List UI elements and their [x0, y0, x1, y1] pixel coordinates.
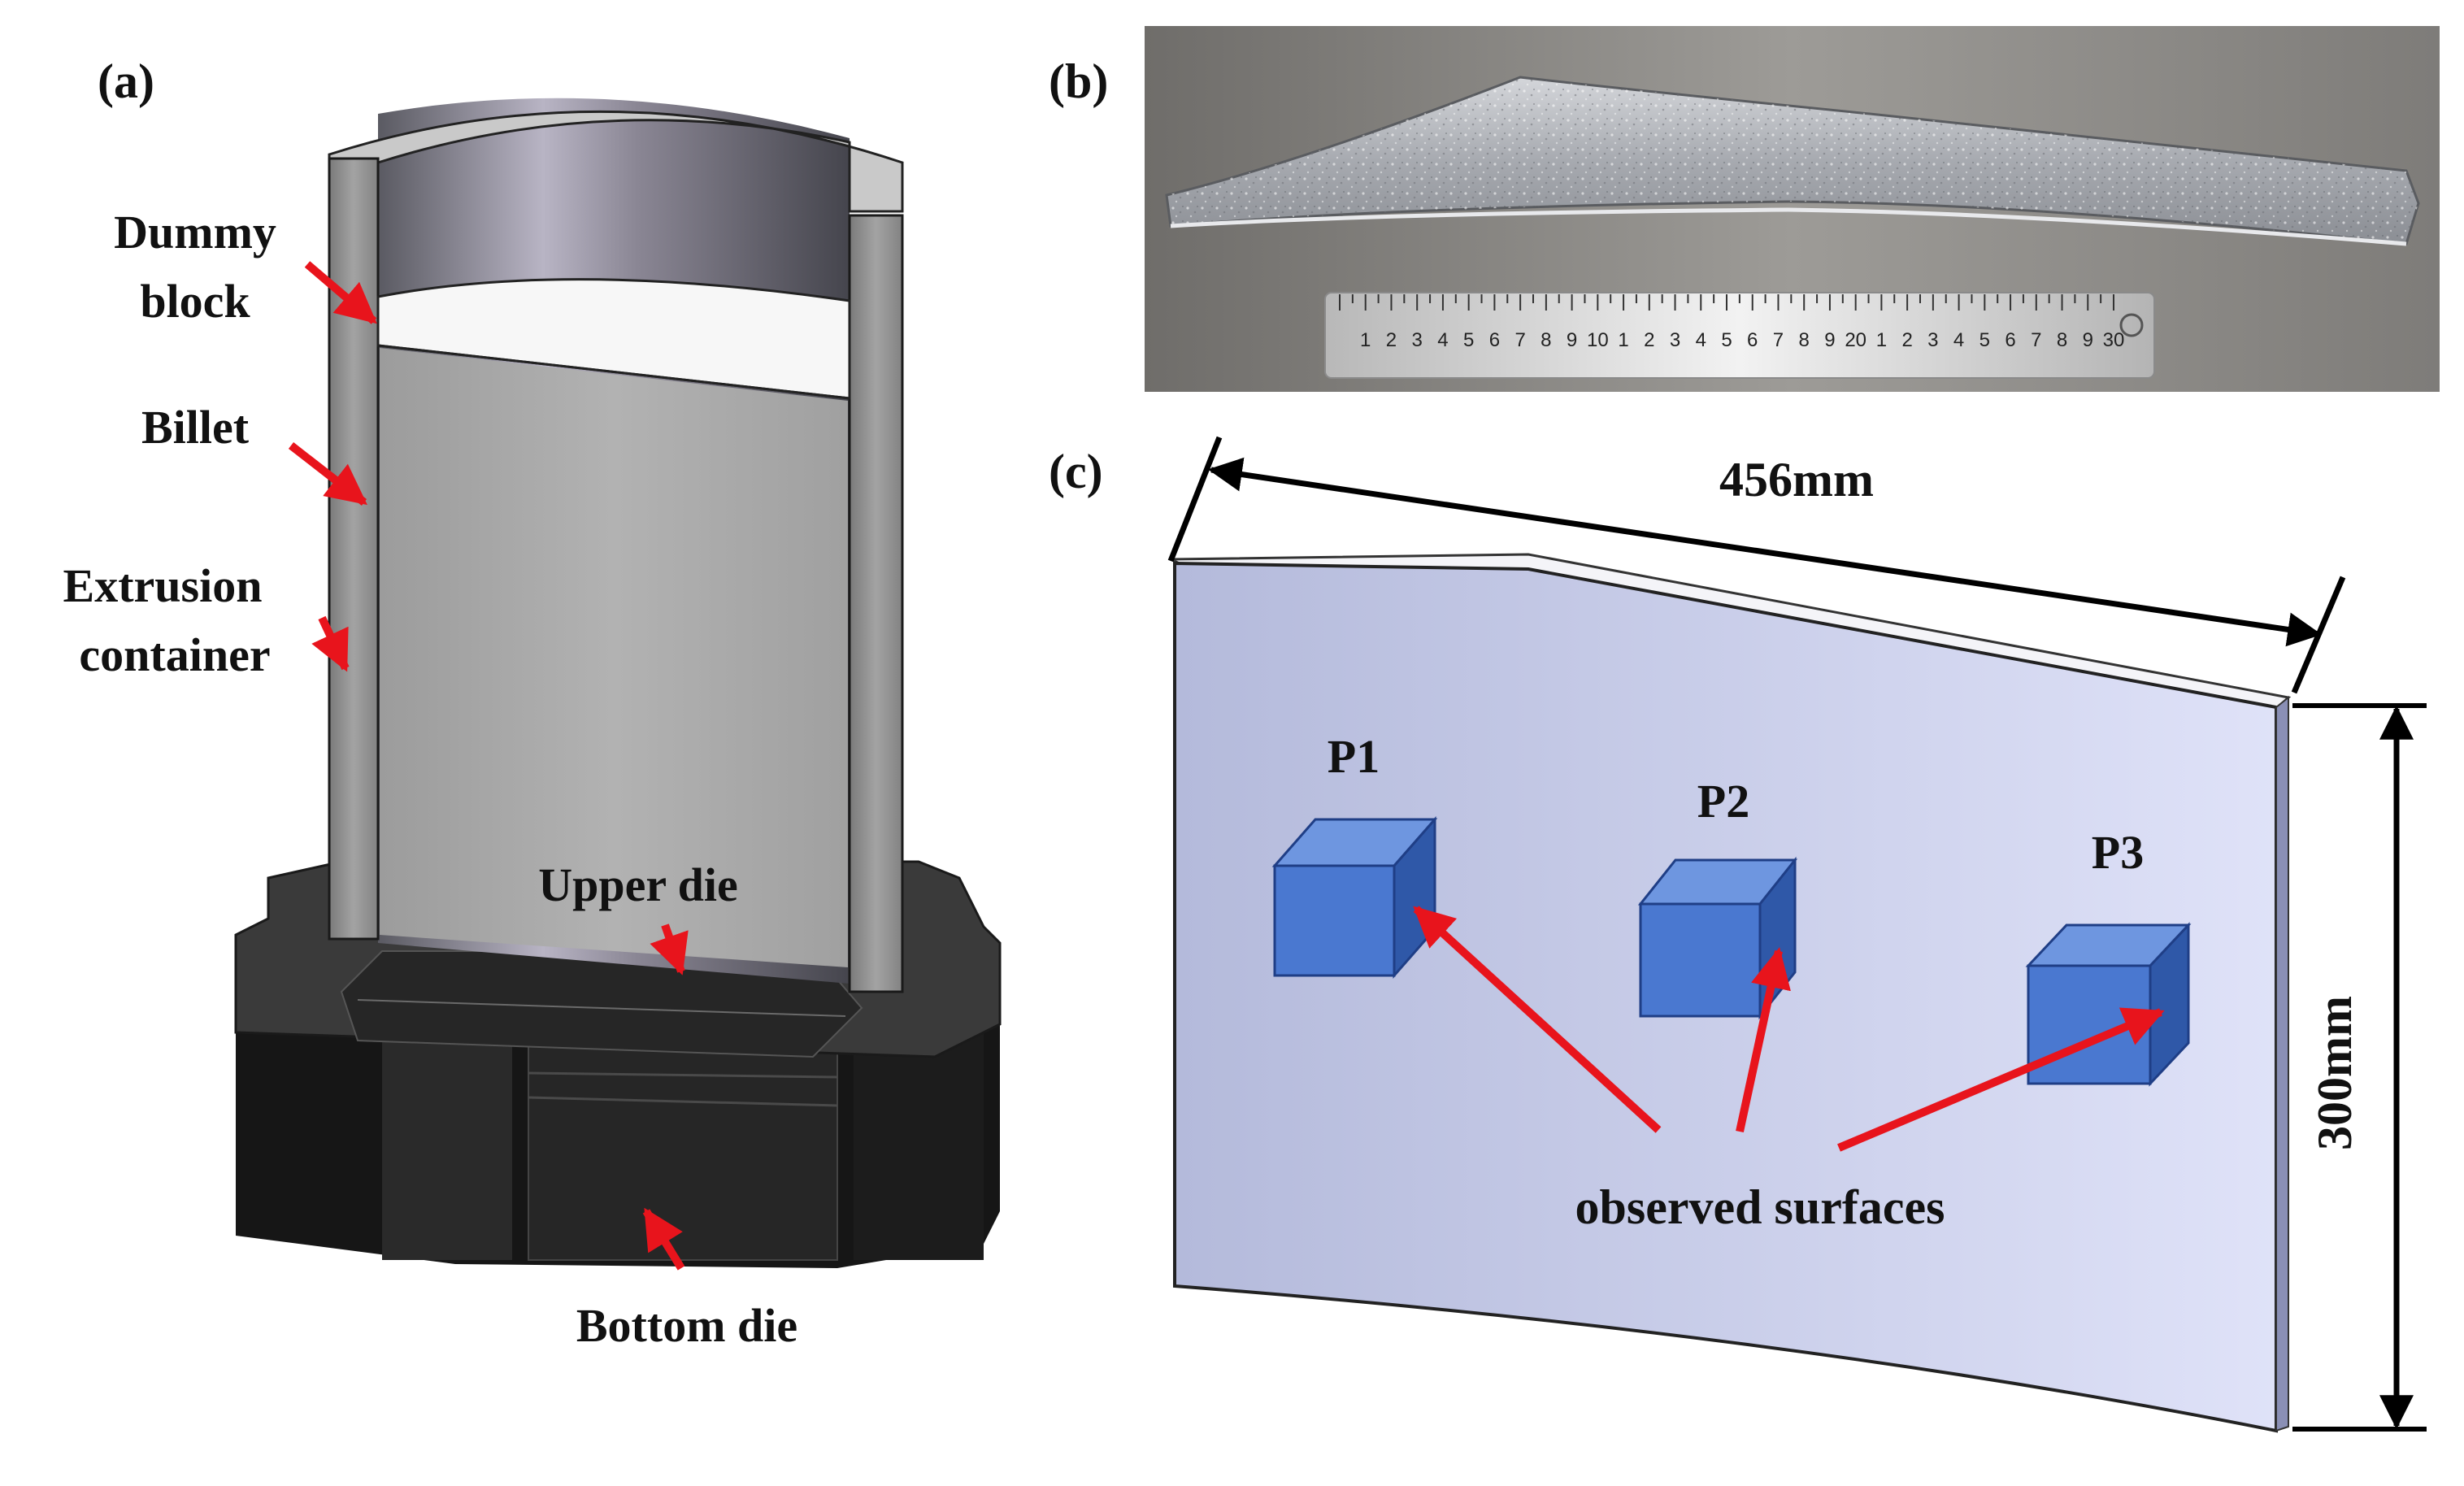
- ruler-number: 2: [1386, 329, 1397, 351]
- panel-a-tag: (a): [98, 54, 154, 108]
- label-extrusion: Extrusion: [63, 559, 263, 612]
- ruler-number: 20: [1845, 329, 1866, 351]
- ruler-number: 10: [1587, 329, 1609, 351]
- billet: [380, 348, 848, 967]
- ruler-number: 2: [1901, 329, 1912, 351]
- label-observed-surfaces: observed surfaces: [1575, 1180, 1945, 1234]
- arrow-observed-p3: [1837, 1007, 2165, 1152]
- arrow-bottom-die: [642, 1207, 685, 1271]
- panel-c: (c) P1 P2 P3 observe: [1049, 436, 2427, 1433]
- ruler-number: 8: [1541, 329, 1551, 351]
- cube-p1: [1271, 816, 1438, 979]
- label-p3: P3: [2092, 826, 2144, 879]
- ruler-number: 3: [1670, 329, 1680, 351]
- label-p2: P2: [1697, 775, 1749, 828]
- label-p1: P1: [1328, 730, 1380, 783]
- ruler-number: 1: [1360, 329, 1371, 351]
- label-bottom-die: Bottom die: [576, 1299, 797, 1352]
- ruler-number: 1: [1618, 329, 1628, 351]
- arrow-dummy-block: [304, 261, 377, 324]
- arrow-observed-p2: [1736, 947, 1791, 1133]
- arrow-billet: [288, 442, 367, 506]
- ruler-number: 7: [1773, 329, 1784, 351]
- ruler-number: 5: [1979, 329, 1990, 351]
- arrow-container: [311, 615, 350, 672]
- label-height: 300mm: [2308, 996, 2362, 1150]
- ruler-number: 5: [1463, 329, 1474, 351]
- ruler-number: 4: [1953, 329, 1964, 351]
- extruded-profile-photo: [1165, 76, 2420, 246]
- ruler-number: 1: [1876, 329, 1887, 351]
- label-block: block: [140, 275, 250, 328]
- label-width: 456mm: [1719, 453, 1874, 506]
- dummy-block: [376, 278, 851, 400]
- panel-c-tag: (c): [1049, 445, 1103, 498]
- bottom-die: [236, 1008, 1000, 1268]
- ruler-number: 5: [1721, 329, 1732, 351]
- ruler-number: 8: [2057, 329, 2067, 351]
- width-dimension: 456mm: [1167, 436, 2346, 694]
- ruler-number: 9: [2083, 329, 2093, 351]
- ruler-number: 3: [1412, 329, 1423, 351]
- ruler-number: 3: [1927, 329, 1938, 351]
- label-container: container: [79, 628, 270, 681]
- ruler-number: 8: [1799, 329, 1810, 351]
- ruler-number: 4: [1696, 329, 1706, 351]
- panel-a: (a): [63, 54, 1002, 1352]
- ruler-number: 9: [1824, 329, 1835, 351]
- label-upper-die: Upper die: [538, 858, 737, 911]
- ruler-number: 7: [1514, 329, 1525, 351]
- ruler-number: 30: [2103, 329, 2125, 351]
- ruler-number: 6: [2005, 329, 2015, 351]
- panel-b-tag: (b): [1049, 54, 1108, 108]
- ruler-number: 4: [1437, 329, 1448, 351]
- ruler-number: 6: [1747, 329, 1758, 351]
- arrow-observed-p1: [1413, 906, 1662, 1133]
- label-billet: Billet: [141, 401, 250, 454]
- ruler-number: 7: [2031, 329, 2041, 351]
- plate-side-face: [2275, 695, 2289, 1432]
- ruler-number: 2: [1644, 329, 1654, 351]
- height-dimension: 300mm: [2292, 703, 2427, 1432]
- ruler-number: 9: [1567, 329, 1577, 351]
- arrow-upper-die: [650, 923, 689, 975]
- ruler-number: 6: [1489, 329, 1500, 351]
- label-dummy: Dummy: [114, 206, 276, 259]
